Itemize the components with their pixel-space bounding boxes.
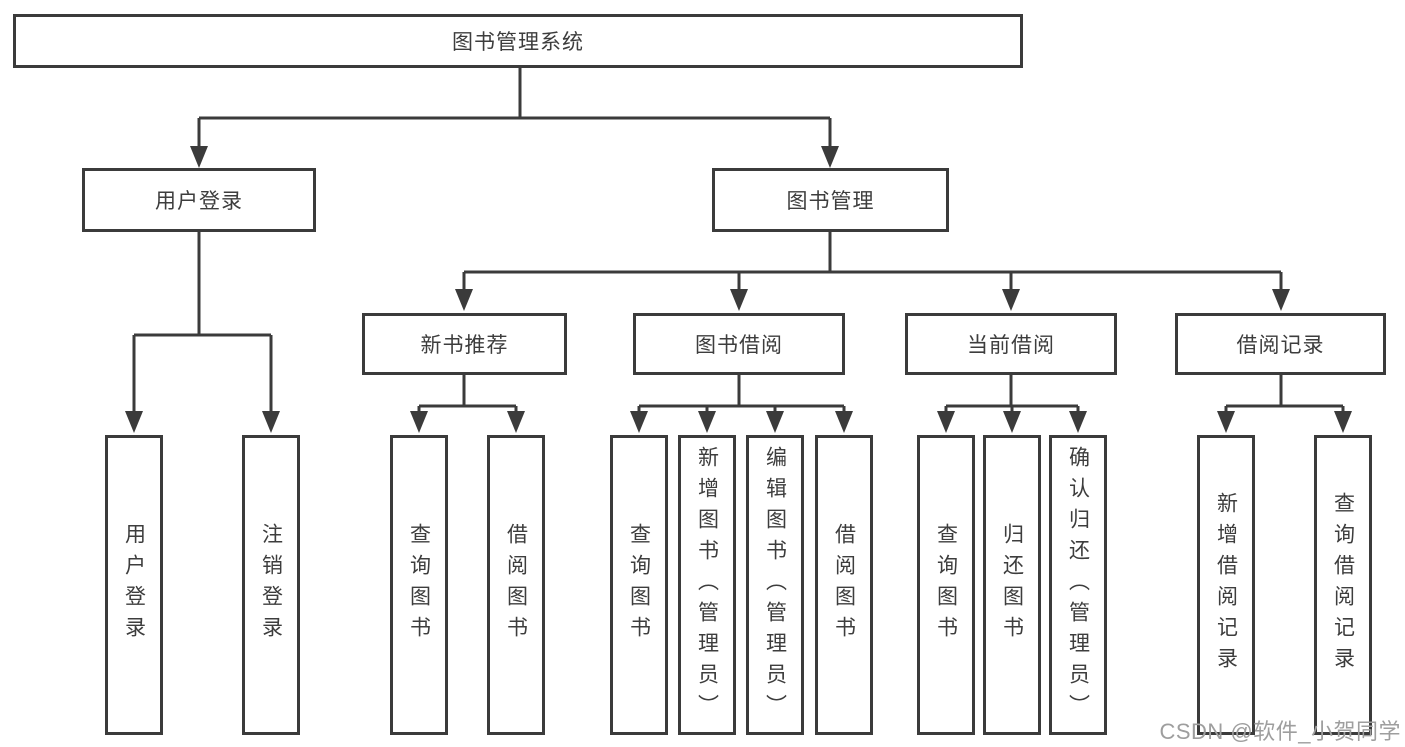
node-root-system-label: 图书管理系统 bbox=[452, 31, 584, 54]
leaf-borrowing-query-books: 查询图书 bbox=[610, 435, 668, 735]
leaf-borrow-books-label: 借阅图书 bbox=[832, 523, 856, 647]
node-book-management: 图书管理 bbox=[712, 168, 949, 232]
leaf-recommend-borrow-books: 借阅图书 bbox=[487, 435, 545, 735]
leaf-recommend-borrow-books-label: 借阅图书 bbox=[504, 523, 528, 647]
leaf-recommend-query-books: 查询图书 bbox=[390, 435, 448, 735]
node-borrowing-records: 借阅记录 bbox=[1175, 313, 1386, 375]
node-book-borrowing: 图书借阅 bbox=[633, 313, 845, 375]
leaf-current-query-books: 查询图书 bbox=[917, 435, 975, 735]
leaf-current-query-books-label: 查询图书 bbox=[934, 523, 958, 647]
leaf-confirm-return-admin: 确认归还（管理员） bbox=[1049, 435, 1107, 735]
node-current-borrowing: 当前借阅 bbox=[905, 313, 1117, 375]
leaf-logout-label: 注销登录 bbox=[259, 523, 283, 647]
leaf-logout: 注销登录 bbox=[242, 435, 300, 735]
node-new-book-recommend-label: 新书推荐 bbox=[420, 334, 509, 357]
leaf-recommend-query-books-label: 查询图书 bbox=[407, 523, 431, 647]
leaf-query-borrow-record: 查询借阅记录 bbox=[1314, 435, 1372, 735]
leaf-edit-books-admin-label: 编辑图书（管理员） bbox=[763, 445, 787, 725]
node-current-borrowing-label: 当前借阅 bbox=[967, 334, 1055, 357]
node-user-login-label: 用户登录 bbox=[155, 190, 243, 213]
node-user-login: 用户登录 bbox=[82, 168, 316, 232]
connector-arrowheads bbox=[125, 146, 1352, 433]
leaf-add-borrow-record-label: 新增借阅记录 bbox=[1214, 492, 1238, 678]
leaf-edit-books-admin: 编辑图书（管理员） bbox=[746, 435, 804, 735]
leaf-user-login-label: 用户登录 bbox=[122, 523, 146, 647]
leaf-user-login: 用户登录 bbox=[105, 435, 163, 735]
leaf-add-books-admin-label: 新增图书（管理员） bbox=[695, 445, 719, 725]
leaf-borrowing-query-books-label: 查询图书 bbox=[627, 523, 651, 647]
node-borrowing-records-label: 借阅记录 bbox=[1236, 334, 1325, 357]
node-book-management-label: 图书管理 bbox=[786, 190, 875, 213]
leaf-return-books: 归还图书 bbox=[983, 435, 1041, 735]
node-root-system: 图书管理系统 bbox=[13, 14, 1023, 68]
leaf-confirm-return-admin-label: 确认归还（管理员） bbox=[1066, 445, 1090, 725]
node-new-book-recommend: 新书推荐 bbox=[362, 313, 567, 375]
connector-lines bbox=[132, 68, 1345, 417]
leaf-add-borrow-record: 新增借阅记录 bbox=[1197, 435, 1255, 735]
node-book-borrowing-label: 图书借阅 bbox=[695, 334, 783, 357]
leaf-borrow-books: 借阅图书 bbox=[815, 435, 873, 735]
leaf-add-books-admin: 新增图书（管理员） bbox=[678, 435, 736, 735]
leaf-query-borrow-record-label: 查询借阅记录 bbox=[1331, 492, 1355, 678]
csdn-watermark: CSDN @软件_小贺同学 bbox=[1159, 719, 1401, 744]
leaf-return-books-label: 归还图书 bbox=[1000, 523, 1024, 647]
